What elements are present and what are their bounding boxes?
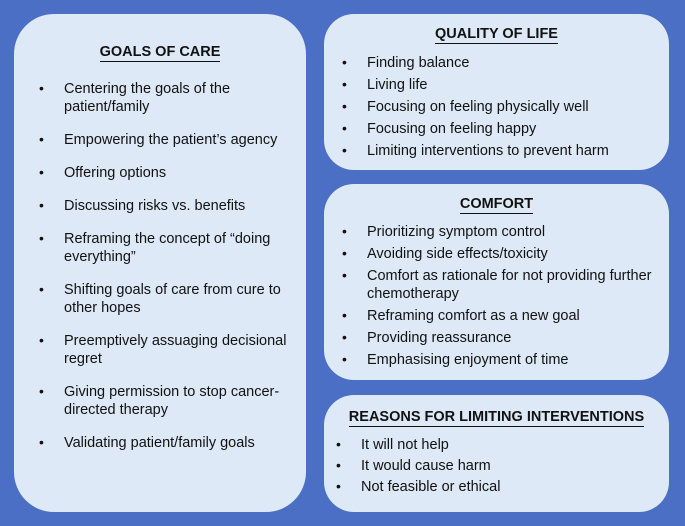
reasons-list: •It will not help •It would cause harm •… xyxy=(336,436,651,499)
bullet-icon: • xyxy=(342,351,347,367)
goals-of-care-heading: GOALS OF CARE xyxy=(14,44,306,62)
comfort-heading: COMFORT xyxy=(324,196,669,214)
bullet-icon: • xyxy=(342,307,347,323)
bullet-icon: • xyxy=(342,223,347,239)
quality-of-life-list: •Finding balance •Living life •Focusing … xyxy=(342,54,657,164)
bullet-icon: • xyxy=(39,281,44,297)
list-item: •Validating patient/family goals xyxy=(39,434,255,451)
comfort-list: •Prioritizing symptom control •Avoiding … xyxy=(342,223,657,373)
bullet-icon: • xyxy=(39,164,44,180)
list-item: •Comfort as rationale for not providing … xyxy=(342,267,652,302)
list-item: •Offering options xyxy=(39,164,167,181)
list-item: •Focusing on feeling physically well xyxy=(342,98,589,115)
bullet-icon: • xyxy=(39,230,44,246)
quality-of-life-title: QUALITY OF LIFE xyxy=(435,26,558,44)
goals-of-care-list: •Centering the goals of the patient/fami… xyxy=(39,80,289,467)
list-item: •Limiting interventions to prevent harm xyxy=(342,142,609,159)
list-item: •Preemptively assuaging decisional regre… xyxy=(39,332,287,367)
reasons-heading: REASONS FOR LIMITING INTERVENTIONS xyxy=(324,409,669,427)
list-item: •Emphasising enjoyment of time xyxy=(342,351,569,368)
bullet-icon: • xyxy=(342,120,347,136)
list-item: •Centering the goals of the patient/fami… xyxy=(39,80,231,115)
list-item: •Discussing risks vs. benefits xyxy=(39,197,246,214)
bullet-icon: • xyxy=(342,245,347,261)
list-item: •Focusing on feeling happy xyxy=(342,120,537,137)
list-item: •Shifting goals of care from cure to oth… xyxy=(39,281,281,316)
bullet-icon: • xyxy=(39,434,44,450)
list-item: •It will not help xyxy=(336,436,449,453)
list-item: •Providing reassurance xyxy=(342,329,512,346)
bullet-icon: • xyxy=(342,267,347,283)
bullet-icon: • xyxy=(336,457,341,473)
reasons-for-limiting-interventions-box: REASONS FOR LIMITING INTERVENTIONS •It w… xyxy=(324,395,669,512)
bullet-icon: • xyxy=(39,197,44,213)
bullet-icon: • xyxy=(342,54,347,70)
quality-of-life-heading: QUALITY OF LIFE xyxy=(324,26,669,44)
list-item: •Avoiding side effects/toxicity xyxy=(342,245,548,262)
list-item: •Giving permission to stop cancer-direct… xyxy=(39,383,280,418)
goals-of-care-box: GOALS OF CARE •Centering the goals of th… xyxy=(14,14,306,512)
comfort-box: COMFORT •Prioritizing symptom control •A… xyxy=(324,184,669,380)
bullet-icon: • xyxy=(336,436,341,452)
reasons-title: REASONS FOR LIMITING INTERVENTIONS xyxy=(348,409,645,427)
bullet-icon: • xyxy=(39,131,44,147)
bullet-icon: • xyxy=(39,332,44,348)
list-item: •It would cause harm xyxy=(336,457,491,474)
list-item: •Empowering the patient’s agency xyxy=(39,131,278,148)
quality-of-life-box: QUALITY OF LIFE •Finding balance •Living… xyxy=(324,14,669,170)
bullet-icon: • xyxy=(342,329,347,345)
list-item: •Finding balance xyxy=(342,54,470,71)
list-item: •Reframing the concept of “doing everyth… xyxy=(39,230,271,265)
bullet-icon: • xyxy=(336,478,341,494)
bullet-icon: • xyxy=(342,98,347,114)
goals-of-care-title: GOALS OF CARE xyxy=(99,44,221,62)
comfort-title: COMFORT xyxy=(459,196,534,214)
list-item: •Reframing comfort as a new goal xyxy=(342,307,580,324)
bullet-icon: • xyxy=(39,80,44,96)
list-item: •Prioritizing symptom control xyxy=(342,223,546,240)
list-item: •Living life xyxy=(342,76,428,93)
list-item: •Not feasible or ethical xyxy=(336,478,501,495)
bullet-icon: • xyxy=(342,76,347,92)
bullet-icon: • xyxy=(39,383,44,399)
bullet-icon: • xyxy=(342,142,347,158)
